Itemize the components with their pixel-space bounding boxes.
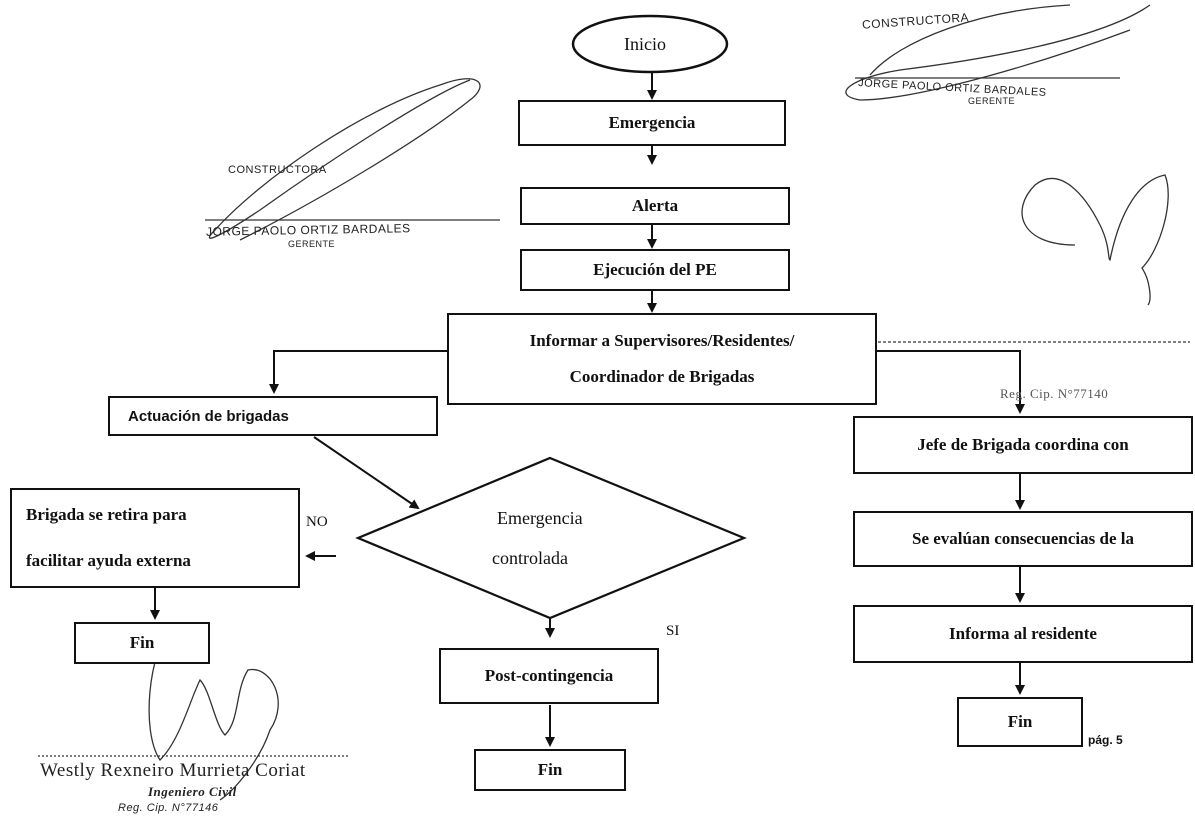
stamp-engineer-title: Ingeniero Civil	[148, 784, 237, 799]
withdraw-box: Brigada se retira para facilitar ayuda e…	[10, 488, 300, 588]
stamp-top-right-role: GERENTE	[968, 96, 1016, 106]
end-middle-label: Fin	[537, 760, 563, 779]
emergency-box: Emergencia	[518, 100, 786, 146]
end-left-box: Fin	[74, 622, 210, 664]
signature-strokes	[38, 4, 1190, 801]
stamp-left-company: CONSTRUCTORA	[228, 164, 327, 176]
end-right-box: Fin	[957, 697, 1083, 747]
stamp-engineer-reg: Reg. Cip. N°77146	[118, 802, 219, 814]
coordinate-label: Jefe de Brigada coordina con	[917, 435, 1129, 454]
no-label: NO	[306, 514, 328, 530]
coordinate-box: Jefe de Brigada coordina con	[853, 416, 1193, 474]
inform-box: Informar a Supervisores/Residentes/ Coor…	[447, 313, 877, 405]
post-contingency-label: Post-contingencia	[484, 666, 614, 685]
report-label: Informa al residente	[949, 624, 1097, 643]
start-label: Inicio	[624, 34, 666, 54]
start-ellipse	[571, 14, 729, 74]
evaluate-box: Se evalúan consecuencias de la	[853, 511, 1193, 567]
decision-label-line1: Emergencia	[497, 508, 583, 528]
evaluate-label: Se evalúan consecuencias de la	[912, 529, 1134, 548]
page-number: pág. 5	[1088, 733, 1123, 747]
brigades-box: Actuación de brigadas	[108, 396, 438, 436]
execute-plan-box: Ejecución del PE	[520, 249, 790, 291]
yes-label: SI	[666, 623, 680, 639]
withdraw-label-line2: facilitar ayuda externa	[26, 551, 191, 570]
brigades-label: Actuación de brigadas	[128, 407, 289, 425]
alert-box: Alerta	[520, 187, 790, 225]
end-right-label: Fin	[1007, 712, 1033, 731]
withdraw-label-line1: Brigada se retira para	[26, 505, 187, 524]
report-box: Informa al residente	[853, 605, 1193, 663]
execute-plan-label: Ejecución del PE	[593, 260, 717, 279]
end-middle-box: Fin	[474, 749, 626, 791]
post-contingency-box: Post-contingencia	[439, 648, 659, 704]
inform-label-line1: Informar a Supervisores/Residentes/	[529, 331, 795, 350]
inform-label-line2: Coordinador de Brigadas	[569, 367, 755, 386]
stamp-engineer-name: Westly Rexneiro Murrieta Coriat	[40, 760, 306, 781]
decision-diamond	[355, 456, 747, 620]
end-left-label: Fin	[129, 633, 155, 652]
decision-label-line2: controlada	[492, 548, 568, 564]
emergency-label: Emergencia	[608, 113, 696, 132]
stamp-right-reg: Reg. Cip. N°77140	[1000, 386, 1109, 401]
stamp-left-role: GERENTE	[288, 239, 336, 249]
alert-label: Alerta	[631, 196, 679, 215]
